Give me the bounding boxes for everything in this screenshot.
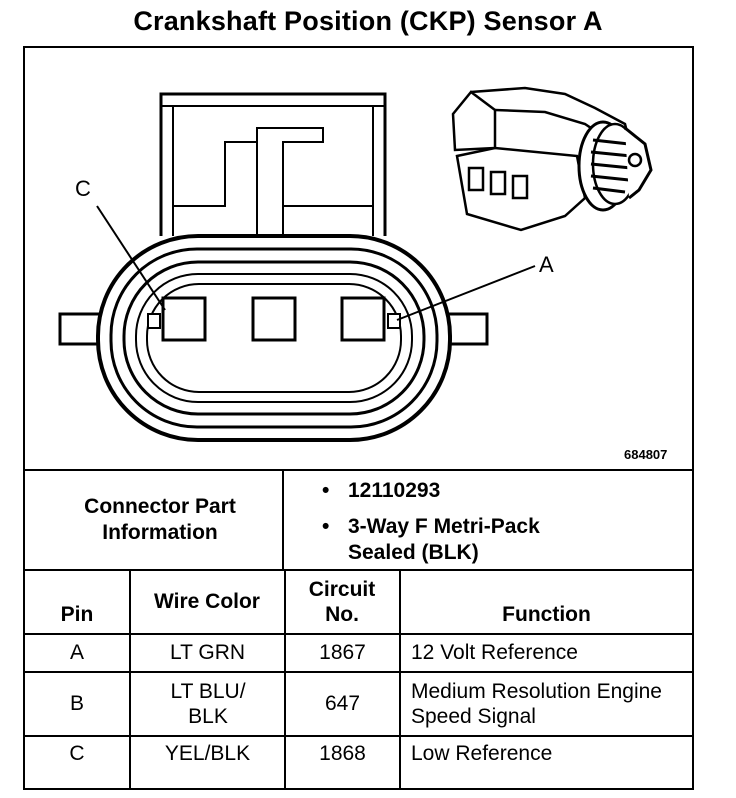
header-pin: Pin (60, 602, 94, 626)
connector-latch (159, 92, 387, 236)
row-b-pin: B (69, 692, 84, 716)
header-circuit-no: Circuit No. (308, 577, 376, 626)
row-c-pin: C (69, 742, 85, 766)
connector-diagram: C A (58, 86, 653, 442)
divider-row-a (23, 671, 694, 673)
divider-col-3 (399, 569, 401, 790)
divider-row-b (23, 735, 694, 737)
callout-leaders (96, 205, 536, 321)
divider-partinfo-header (23, 569, 694, 571)
connector-perspective-sketch (451, 86, 653, 232)
cavity-c (161, 296, 207, 342)
row-b-circuit: 647 (324, 692, 361, 716)
callout-c: C (75, 176, 91, 201)
row-c-function: Low Reference (411, 742, 553, 766)
header-function: Function (502, 602, 591, 626)
cavity-b (251, 296, 297, 342)
part-info-item: • 3-Way F Metri-Pack Sealed (BLK) (322, 514, 588, 566)
bullet-icon: • (322, 479, 330, 502)
pin-cavities (147, 296, 401, 342)
divider-col-2 (284, 569, 286, 790)
row-b-function: Medium Resolution Engine Speed Signal (411, 679, 662, 728)
part-number: 12110293 (348, 479, 441, 502)
part-info-item: • 12110293 (322, 478, 588, 504)
divider-partinfo (282, 469, 284, 569)
row-a-function: 12 Volt Reference (411, 641, 578, 665)
callout-a: A (539, 252, 554, 277)
divider-drawing-table (23, 469, 694, 471)
divider-col-1 (129, 569, 131, 790)
row-c-circuit: 1868 (319, 742, 366, 766)
header-wire-color: Wire Color (154, 590, 260, 614)
part-info-label: Connector Part Information (84, 495, 236, 544)
document-frame (23, 46, 694, 790)
row-a-wire-color: LT GRN (169, 641, 246, 665)
row-a-circuit: 1867 (319, 641, 366, 665)
row-c-wire-color: YEL/BLK (164, 742, 251, 766)
page-title: Crankshaft Position (CKP) Sensor A (133, 6, 603, 36)
cavity-a (340, 296, 386, 342)
row-b-wire-color: LT BLU/ BLK (170, 679, 246, 728)
row-a-pin: A (69, 641, 84, 665)
connector-description: 3-Way F Metri-Pack Sealed (BLK) (348, 515, 540, 564)
bullet-icon: • (322, 515, 330, 538)
connector-ears (58, 312, 489, 346)
part-info-list: • 12110293 • 3-Way F Metri-Pack Sealed (… (322, 478, 588, 566)
figure-number: 684807 (624, 447, 668, 462)
divider-header-rows (23, 633, 694, 635)
